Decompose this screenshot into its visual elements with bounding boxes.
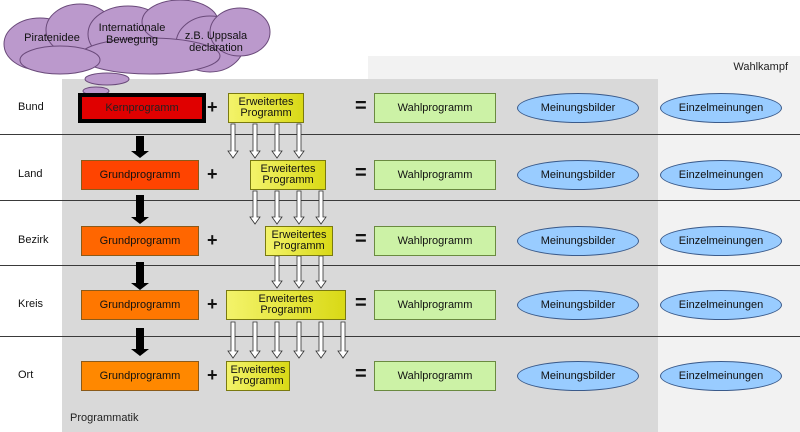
down-arrow-white [271, 190, 283, 225]
level-label-ort: Ort [18, 369, 34, 381]
meinungsbilder-ellipse: Meinungsbilder [517, 93, 639, 123]
row-separator [0, 134, 800, 135]
equals-sign: = [355, 162, 367, 184]
cloud-item-bewegung: Internationale Bewegung [98, 22, 166, 46]
down-arrow-white [315, 321, 327, 359]
down-arrow-white [293, 321, 305, 359]
down-arrow-white [249, 321, 261, 359]
level-label-land: Land [18, 168, 43, 180]
cloud-item-piratenidee: Piratenidee [24, 32, 80, 44]
down-arrow-white [315, 190, 327, 225]
plus-sign: + [207, 164, 218, 184]
einzelmeinungen-ellipse: Einzelmeinungen [660, 361, 782, 391]
down-arrow-white [227, 123, 239, 159]
wahlprogramm-box: Wahlprogramm [374, 160, 496, 190]
wahlprogramm-box: Wahlprogramm [374, 226, 496, 256]
equals-sign: = [355, 292, 367, 314]
down-arrow-white [271, 321, 283, 359]
erweitertes-programm-box: Erweitertes Programm [226, 290, 346, 320]
wahlprogramm-box: Wahlprogramm [374, 361, 496, 391]
down-arrow-white [337, 321, 349, 359]
down-arrow-white [249, 123, 261, 159]
down-arrow-black [131, 195, 149, 224]
kernprogramm-box: Kernprogramm [78, 93, 206, 123]
wahlkampf-label: Wahlkampf [733, 61, 788, 73]
grundprogramm-box: Grundprogramm [81, 290, 199, 320]
row-separator [0, 200, 800, 201]
erweitertes-programm-box: Erweitertes Programm [265, 226, 333, 256]
white-arrows [227, 123, 349, 359]
einzelmeinungen-ellipse: Einzelmeinungen [660, 226, 782, 256]
black-arrows [131, 136, 149, 356]
down-arrow-white [271, 255, 283, 289]
down-arrow-white [293, 190, 305, 225]
equals-sign: = [355, 228, 367, 250]
erweitertes-programm-box: Erweitertes Programm [250, 160, 326, 190]
einzelmeinungen-ellipse: Einzelmeinungen [660, 160, 782, 190]
wahlprogramm-box: Wahlprogramm [374, 93, 496, 123]
down-arrow-white [227, 321, 239, 359]
row-separator [0, 336, 800, 337]
erweitertes-programm-box: Erweitertes Programm [228, 93, 304, 123]
down-arrow-black [131, 136, 149, 158]
meinungsbilder-ellipse: Meinungsbilder [517, 226, 639, 256]
equals-sign: = [355, 95, 367, 117]
level-label-kreis: Kreis [18, 298, 44, 310]
plus-sign: + [207, 365, 218, 385]
wahlprogramm-box: Wahlprogramm [374, 290, 496, 320]
einzelmeinungen-ellipse: Einzelmeinungen [660, 93, 782, 123]
down-arrow-black [131, 262, 149, 290]
down-arrow-black [131, 328, 149, 356]
row-separator [0, 265, 800, 266]
plus-sign: + [207, 294, 218, 314]
einzelmeinungen-ellipse: Einzelmeinungen [660, 290, 782, 320]
down-arrow-white [293, 255, 305, 289]
grundprogramm-box: Grundprogramm [81, 160, 199, 190]
plus-sign: + [207, 97, 218, 117]
level-label-bezirk: Bezirk [18, 234, 49, 246]
equals-sign: = [355, 363, 367, 385]
meinungsbilder-ellipse: Meinungsbilder [517, 290, 639, 320]
cloud-item-declaration: z.B. Uppsala declaration [184, 30, 248, 54]
meinungsbilder-ellipse: Meinungsbilder [517, 361, 639, 391]
meinungsbilder-ellipse: Meinungsbilder [517, 160, 639, 190]
erweitertes-programm-box: Erweitertes Programm [226, 361, 290, 391]
plus-sign: + [207, 230, 218, 250]
grundprogramm-box: Grundprogramm [81, 361, 199, 391]
level-label-bund: Bund [18, 101, 44, 113]
programmatik-label: Programmatik [70, 412, 139, 424]
down-arrow-white [271, 123, 283, 159]
down-arrow-white [293, 123, 305, 159]
down-arrow-white [315, 255, 327, 289]
down-arrow-white [249, 190, 261, 225]
grundprogramm-box: Grundprogramm [81, 226, 199, 256]
